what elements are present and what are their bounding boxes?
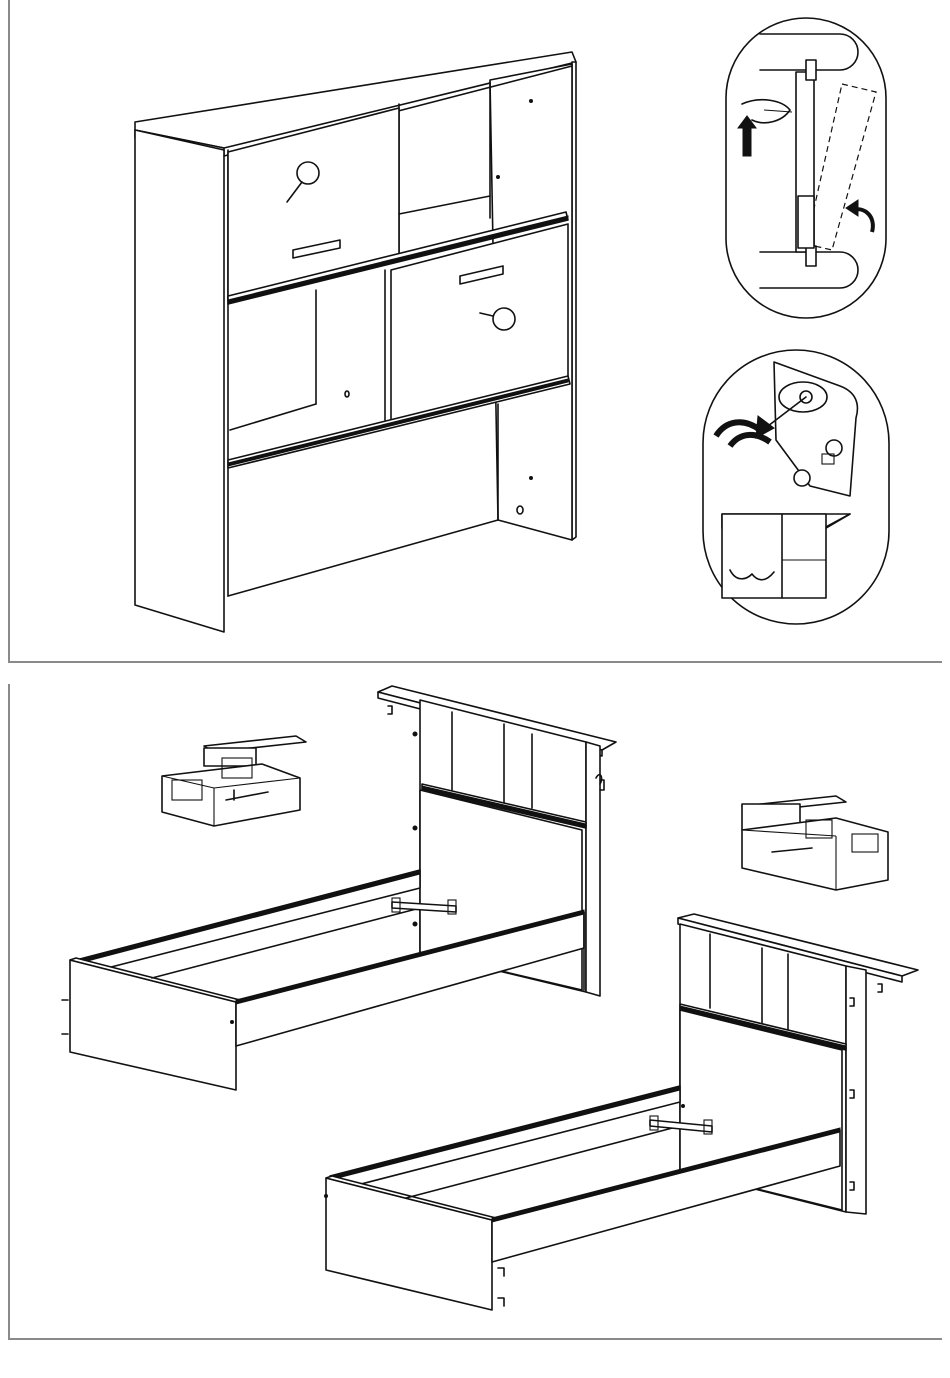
hutch-drawing — [135, 52, 576, 632]
thumbnail-left-configuration — [162, 736, 306, 826]
bed-left — [62, 686, 616, 1090]
hinge-detail — [726, 18, 886, 318]
lock-detail — [703, 350, 889, 624]
thumbnail-right-configuration — [742, 796, 888, 890]
